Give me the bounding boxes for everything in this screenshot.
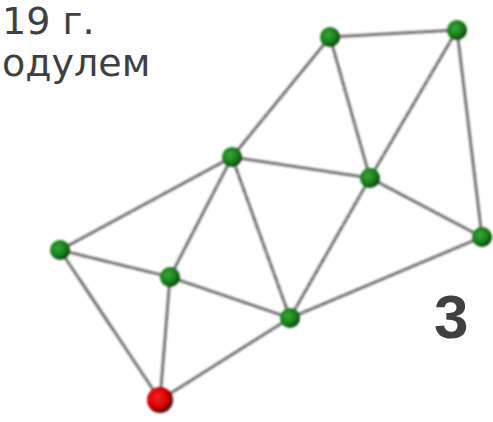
slide-number: 3	[434, 286, 468, 348]
heading-fragment: одулем	[2, 44, 150, 82]
heading-fragment: 19 г.	[2, 2, 94, 40]
